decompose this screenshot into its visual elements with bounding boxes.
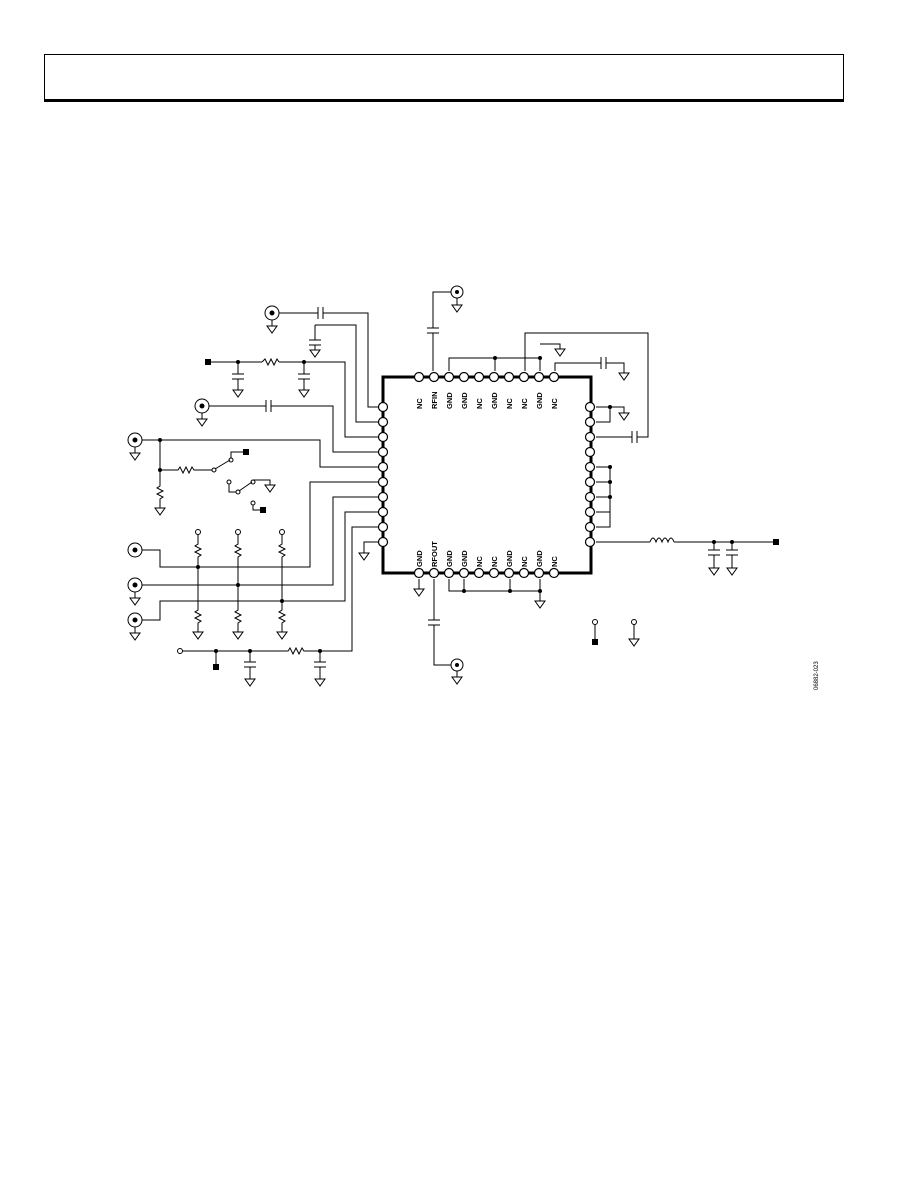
chip-pin	[584, 416, 596, 428]
chip-pin	[548, 371, 560, 383]
bottom-pin-label: GND	[460, 550, 469, 567]
bottom-pin-label: RFOUT	[430, 541, 439, 567]
top-pin-label: GND	[460, 392, 469, 409]
chip-pin	[584, 461, 596, 473]
bottom-pin-label: NC	[490, 556, 499, 567]
chip-pin	[413, 371, 425, 383]
chip-pins	[377, 371, 596, 579]
top-pin-label: NC	[505, 398, 514, 409]
inductor-icon	[649, 537, 675, 544]
chip-pin	[458, 567, 470, 579]
chip-pin	[458, 371, 470, 383]
chip-pin	[377, 506, 389, 518]
top-pin-label: GND	[535, 392, 544, 409]
chip-pin	[503, 371, 515, 383]
chip-pin	[377, 446, 389, 458]
chip-pin	[413, 567, 425, 579]
chip-pin	[377, 401, 389, 413]
supply-terminal	[205, 359, 211, 365]
top-pin-label: GND	[490, 392, 499, 409]
bottom-pin-label: NC	[520, 556, 529, 567]
chip-pin	[533, 567, 545, 579]
chip-pin	[584, 491, 596, 503]
bottom-pin-label: NC	[550, 556, 559, 567]
bottom-side-networks	[413, 579, 546, 685]
top-pin-label: NC	[415, 398, 424, 409]
chip-pin	[533, 371, 545, 383]
chip-pin	[377, 536, 389, 548]
chip-pin	[428, 371, 440, 383]
chip-pin	[377, 461, 389, 473]
chip-pin	[377, 476, 389, 488]
chip-pin	[428, 567, 440, 579]
chip-pin	[518, 371, 530, 383]
header-frame	[44, 54, 844, 102]
top-pin-label: NC	[475, 398, 484, 409]
legend-symbols	[592, 619, 640, 647]
chip-pin	[584, 476, 596, 488]
chip-pin	[488, 371, 500, 383]
divider-column	[276, 529, 288, 640]
top-pin-label: NC	[550, 398, 559, 409]
left-side-networks	[127, 305, 378, 687]
chip-pin	[377, 431, 389, 443]
bottom-pin-label: GND	[445, 550, 454, 567]
chip-pin	[584, 506, 596, 518]
chip-pin	[518, 567, 530, 579]
chip-pin	[584, 536, 596, 548]
bottom-pin-label: GND	[505, 550, 514, 567]
chip-pin	[377, 521, 389, 533]
chip-pin	[377, 491, 389, 503]
divider-column	[232, 529, 244, 640]
top-pin-label: RFIN	[430, 392, 439, 410]
divider-column	[192, 529, 204, 640]
bottom-pin-label: GND	[415, 550, 424, 567]
top-pin-label: GND	[445, 392, 454, 409]
chip-pin	[443, 371, 455, 383]
rfin-network	[427, 285, 464, 371]
chip-pin	[503, 567, 515, 579]
figure-code: 06882-023	[814, 661, 820, 690]
chip-pin	[377, 416, 389, 428]
top-pin-labels: NC RFIN GND GND NC GND NC NC GND NC	[415, 392, 559, 410]
chip-pin	[488, 567, 500, 579]
chip-pin	[584, 431, 596, 443]
chip-pin	[473, 567, 485, 579]
chip-body	[381, 375, 593, 575]
chip-pin	[584, 401, 596, 413]
bottom-pin-label: NC	[475, 556, 484, 567]
chip-pin	[473, 371, 485, 383]
top-gnd-bus	[448, 332, 649, 438]
bottom-pin-label: GND	[535, 550, 544, 567]
top-pin-label: NC	[520, 398, 529, 409]
chip-pin	[443, 567, 455, 579]
chip-pin	[548, 567, 560, 579]
chip-pin	[584, 521, 596, 533]
right-side-networks	[596, 405, 779, 576]
chip-pin	[584, 446, 596, 458]
bottom-pin-labels: GND RFOUT GND GND NC NC GND NC GND NC	[415, 541, 559, 567]
